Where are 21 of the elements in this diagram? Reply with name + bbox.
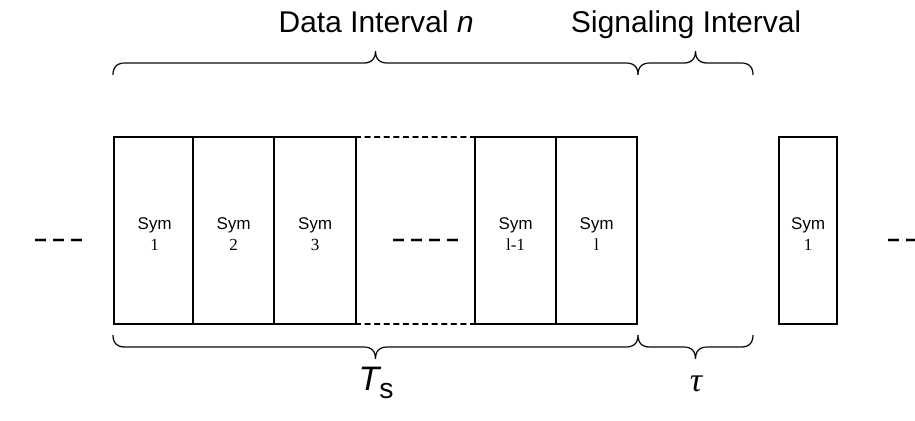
symbol-index: l-1 bbox=[505, 235, 526, 255]
symbol-box bbox=[474, 136, 557, 325]
symbol-index: l bbox=[593, 235, 600, 255]
symbol-label: Sym bbox=[578, 214, 614, 234]
symbol-label: Sym bbox=[790, 214, 826, 234]
symbol-box bbox=[273, 136, 357, 325]
interval-label: Data Interval n bbox=[278, 6, 474, 40]
symbol-index: 1 bbox=[802, 235, 814, 255]
symbol-index: 3 bbox=[310, 235, 320, 255]
symbol-index: 2 bbox=[228, 235, 239, 255]
symbol-box bbox=[192, 136, 275, 325]
symbol-box bbox=[555, 136, 638, 325]
symbol-label: Sym bbox=[216, 214, 252, 234]
symbol-label: Sym bbox=[297, 214, 333, 234]
symbol-index: 1 bbox=[149, 235, 160, 255]
symbol-label: Sym bbox=[136, 214, 172, 234]
duration-label: T$_{s}$ bbox=[358, 360, 394, 406]
interval-label: Signaling Interval bbox=[570, 6, 802, 40]
duration-label: τ bbox=[690, 362, 702, 400]
symbol-label: Sym bbox=[498, 214, 534, 234]
symbol-box bbox=[778, 136, 838, 325]
